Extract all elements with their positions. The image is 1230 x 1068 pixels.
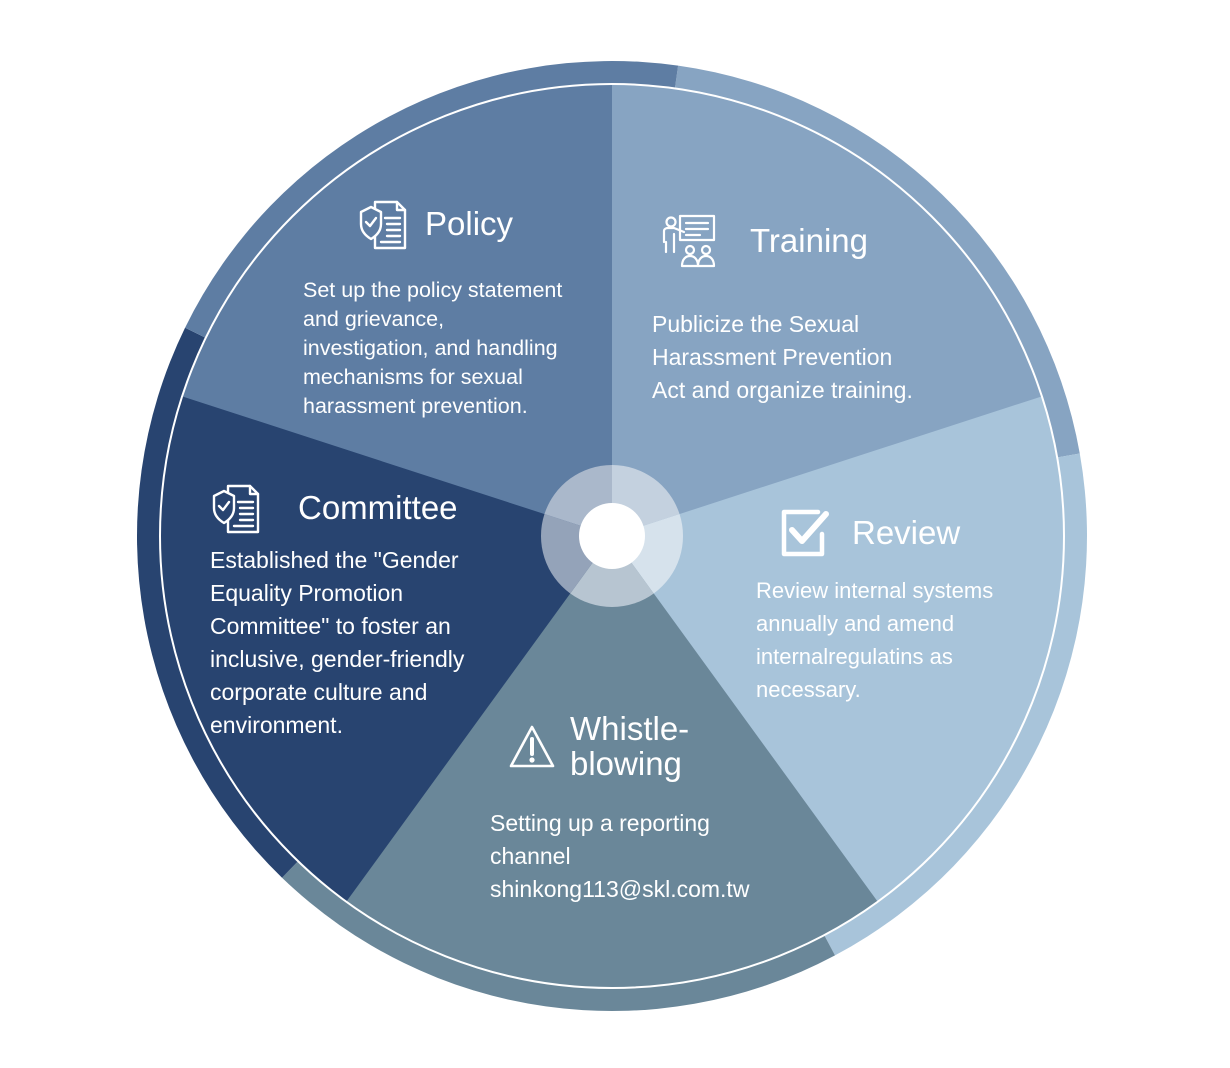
hub-sector-whistle <box>570 536 654 607</box>
segment-review: Review Review internal systems annually … <box>756 506 1046 706</box>
segment-training: Training Publicize the Sexual Harassment… <box>652 212 982 407</box>
segment-policy: Policy Set up the policy statement and g… <box>303 196 593 421</box>
checkbox-icon <box>781 509 829 557</box>
hub-center <box>579 503 645 569</box>
segment-description: Publicize the Sexual Harassment Preventi… <box>652 311 913 403</box>
warning-icon <box>509 725 555 767</box>
segment-description: Set up the policy statement and grievanc… <box>303 278 563 418</box>
segment-description: Setting up a reporting channel shinkong1… <box>490 810 750 903</box>
segment-title: Training <box>750 221 868 259</box>
segment-whistleblowing: Whistle- blowing Setting up a reporting … <box>490 710 800 906</box>
document-shield-icon <box>212 484 260 534</box>
sector-policy <box>182 84 612 536</box>
segment-description: Review internal systems annually and ame… <box>756 578 994 702</box>
segment-title: Whistle- blowing <box>570 710 690 782</box>
inner-sectors <box>159 84 1065 989</box>
sector-training <box>612 84 1042 536</box>
segment-title: Committee <box>298 488 458 526</box>
segment-description: Established the "Gender Equality Promoti… <box>210 547 465 738</box>
segment-title: Review <box>852 513 961 551</box>
sector-whistle <box>346 536 878 989</box>
center-hub <box>540 465 684 607</box>
sector-review <box>612 396 1065 902</box>
divider-circle <box>159 83 1065 989</box>
presentation-icon <box>662 214 716 268</box>
document-shield-icon <box>359 200 407 250</box>
segment-title: Policy <box>425 204 514 242</box>
segment-committee: Committee Established the "Gender Equali… <box>210 480 510 742</box>
sector-committee <box>159 396 612 902</box>
